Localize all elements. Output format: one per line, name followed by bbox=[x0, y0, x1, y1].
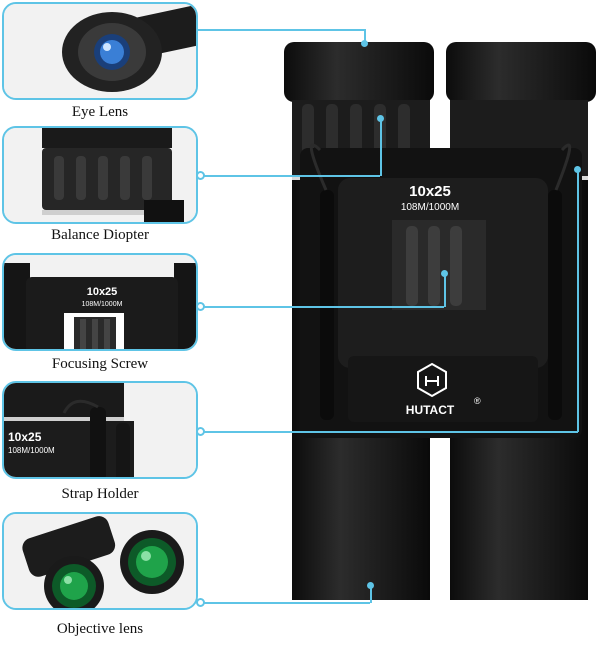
strap-holder-closeup-image: 10x25 108M/1000M bbox=[4, 383, 196, 477]
objective-lens-connector bbox=[204, 602, 370, 604]
hutact-logo-icon bbox=[417, 362, 447, 398]
focusing-screw-dot bbox=[441, 270, 448, 277]
strap-model-text: 10x25 bbox=[8, 430, 42, 444]
strap-holder-connector bbox=[204, 431, 578, 433]
eye-lens-dot bbox=[361, 40, 368, 47]
balance-diopter-connector-v bbox=[380, 120, 382, 176]
objective-lens-panel bbox=[2, 512, 198, 610]
binoculars-main-image: HUTACT ® 10x25 108M/1000M bbox=[284, 42, 596, 600]
eye-lens-panel bbox=[2, 2, 198, 100]
focusing-screw-connector bbox=[204, 306, 444, 308]
strap-holder-dot bbox=[574, 166, 581, 173]
objective-lens-caption: Objective lens bbox=[56, 621, 144, 637]
diopter-closeup-image bbox=[4, 128, 196, 222]
model-text: 10x25 bbox=[409, 183, 451, 200]
balance-diopter-caption: Balance Diopter bbox=[51, 227, 149, 243]
eyepiece-closeup-image bbox=[4, 4, 196, 98]
strap-holder-connector-v bbox=[577, 170, 579, 432]
eye-lens-connector bbox=[198, 29, 364, 31]
spec-text: 108M/1000M bbox=[401, 202, 459, 213]
strap-holder-caption: Strap Holder bbox=[61, 486, 139, 502]
brand-text: HUTACT bbox=[406, 403, 455, 417]
balance-diopter-dot bbox=[377, 115, 384, 122]
strap-holder-panel: 10x25 108M/1000M bbox=[2, 381, 198, 479]
balance-diopter-connector bbox=[204, 175, 380, 177]
focusing-screw-connector-v bbox=[444, 274, 446, 307]
trademark-symbol: ® bbox=[474, 396, 481, 406]
eye-lens-connector-v bbox=[364, 29, 366, 43]
eye-lens-caption: Eye Lens bbox=[71, 104, 129, 120]
strap-spec-text: 108M/1000M bbox=[8, 446, 55, 455]
focusing-spec-text: 108M/1000M bbox=[82, 301, 123, 308]
objective-lens-closeup-image bbox=[4, 514, 196, 608]
balance-diopter-panel bbox=[2, 126, 198, 224]
objective-lens-dot bbox=[367, 582, 374, 589]
focusing-screw-caption: Focusing Screw bbox=[51, 356, 149, 372]
objective-lens-connector-v bbox=[370, 586, 372, 603]
focusing-screw-panel: 10x25 108M/1000M bbox=[2, 253, 198, 351]
focusing-screw-closeup-image: 10x25 108M/1000M bbox=[4, 255, 196, 349]
focusing-model-text: 10x25 bbox=[87, 286, 118, 298]
